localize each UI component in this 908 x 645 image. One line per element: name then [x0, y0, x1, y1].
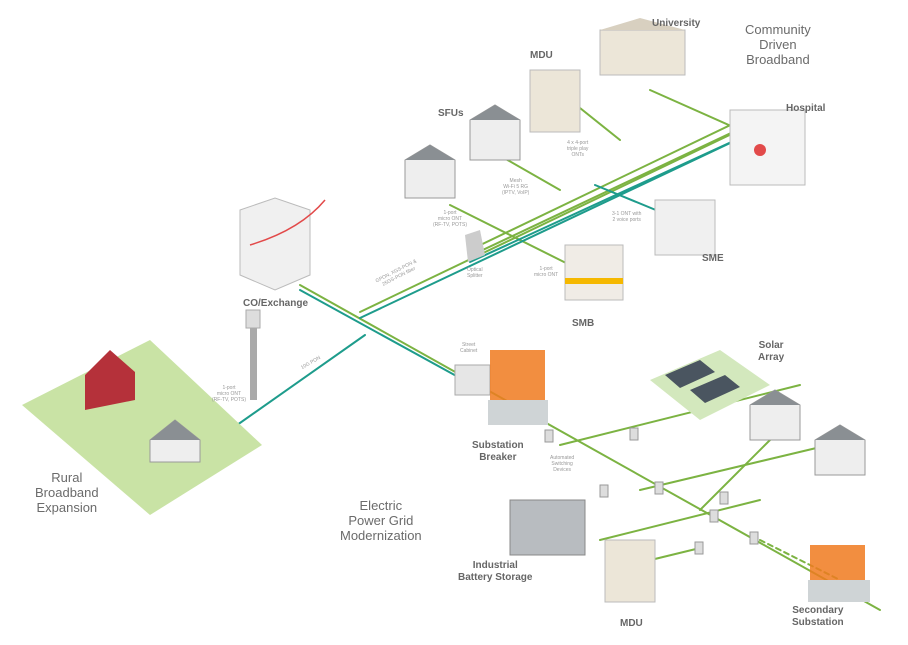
annotation-line: Cabinet	[460, 348, 478, 354]
co-exchange-building	[239, 197, 311, 291]
rural-farm-field	[22, 340, 262, 515]
label-line: Substation	[792, 617, 844, 628]
label-line: Solar	[758, 340, 784, 351]
annotation-line: 1-port	[443, 210, 457, 216]
sme-building	[654, 199, 716, 256]
label-substation-breaker: Substation Breaker	[472, 440, 524, 464]
title-line: Modernization	[340, 528, 422, 543]
annotation-line: 1-port	[539, 266, 553, 272]
cell-tower	[250, 315, 257, 400]
label-line: Secondary	[792, 605, 844, 616]
power-grid-title: Electric Power Grid Modernization	[340, 498, 422, 543]
annotation-line: Switching	[551, 461, 573, 467]
annotation-line: Optical	[467, 267, 483, 273]
annotation-line: Splitter	[467, 273, 483, 279]
label-mdu-bottom: MDU	[620, 618, 643, 629]
title-line: Rural	[51, 470, 83, 485]
annotation-micro-ont-smb: 1-port micro ONT	[534, 266, 558, 278]
annotation-line: micro ONT	[534, 272, 559, 278]
annotation-line: Street	[461, 342, 476, 348]
annotation-line: triple play	[567, 146, 589, 152]
title-line: Broadband	[746, 52, 810, 67]
label-mdu-top: MDU	[530, 50, 553, 61]
label-hospital: Hospital	[786, 103, 826, 114]
label-secondary-substation: Secondary Substation	[792, 605, 844, 629]
annotation-line: 3-1 ONT with	[612, 211, 642, 217]
label-smb: SMB	[572, 318, 595, 329]
annotation-line: 1-port	[222, 385, 236, 391]
label-line: Industrial	[472, 560, 518, 571]
label-co-exchange: CO/Exchange	[243, 298, 309, 309]
title-line: Community	[745, 22, 811, 37]
label-battery-storage: Industrial Battery Storage	[458, 560, 532, 584]
label-line: Breaker	[479, 452, 517, 463]
annotation-street-cabinet: Street Cabinet	[460, 342, 477, 354]
label-line: Battery Storage	[458, 572, 533, 583]
barn	[85, 350, 135, 410]
label-sfus: SFUs	[438, 108, 464, 119]
optical-splitter	[465, 230, 485, 262]
title-line: Power Grid	[348, 513, 414, 528]
title-line: Electric	[359, 498, 403, 513]
annotation-ont-3-1: 3-1 ONT with 2 voice ports	[612, 211, 641, 223]
label-sme: SME	[702, 253, 724, 264]
annotation-line: (IPTV, VoIP)	[502, 190, 530, 196]
title-line: Expansion	[36, 500, 98, 515]
label-line: Array	[758, 352, 785, 363]
label-line: Substation	[472, 440, 524, 451]
annotation-line: Automated	[550, 455, 575, 461]
annotation-line: Devices	[553, 467, 571, 473]
battery-storage	[509, 499, 586, 556]
label-solar-array: Solar Array	[758, 340, 784, 364]
community-broadband-title: Community Driven Broadband	[745, 22, 811, 67]
mdu-bottom-building	[604, 539, 656, 603]
annotation-line: ONTs	[571, 152, 584, 158]
annotation-ont-4x4: 4 x 4-port triple play ONTs	[567, 140, 588, 158]
rural-broadband-title: Rural Broadband Expansion	[35, 470, 99, 515]
mdu-top-building	[529, 69, 581, 133]
street-cabinet	[454, 364, 491, 396]
university-building	[599, 29, 686, 76]
annotation-line: micro ONT	[216, 391, 242, 397]
annotation-micro-ont-sfu: 1-port micro ONT (RF-TV, POTS)	[433, 210, 467, 228]
label-university: University	[652, 18, 701, 29]
annotation-optical-splitter: Optical Splitter	[467, 267, 483, 279]
switching-devices	[544, 427, 759, 555]
annotation-switching-devices: Automated Switching Devices	[550, 455, 574, 473]
annotation-micro-ont-rural: 1-port micro ONT (RF-TV, POTS)	[212, 385, 246, 403]
annotation-line: 4 x 4-port	[567, 140, 589, 146]
annotation-line: Mesh	[509, 178, 522, 184]
title-line: Driven	[759, 37, 797, 52]
smb-building	[564, 244, 624, 301]
annotation-line: Wi-Fi 5 RG	[503, 184, 529, 190]
annotation-line: 2 voice ports	[612, 217, 641, 223]
annotation-line: (RF-TV, POTS)	[433, 222, 467, 228]
annotation-line: (RF-TV, POTS)	[212, 397, 246, 403]
hospital-building	[729, 109, 806, 186]
title-line: Broadband	[35, 485, 99, 500]
annotation-mesh-rg: Mesh Wi-Fi 5 RG (IPTV, VoIP)	[502, 178, 529, 196]
annotation-line: micro ONT	[437, 216, 463, 222]
